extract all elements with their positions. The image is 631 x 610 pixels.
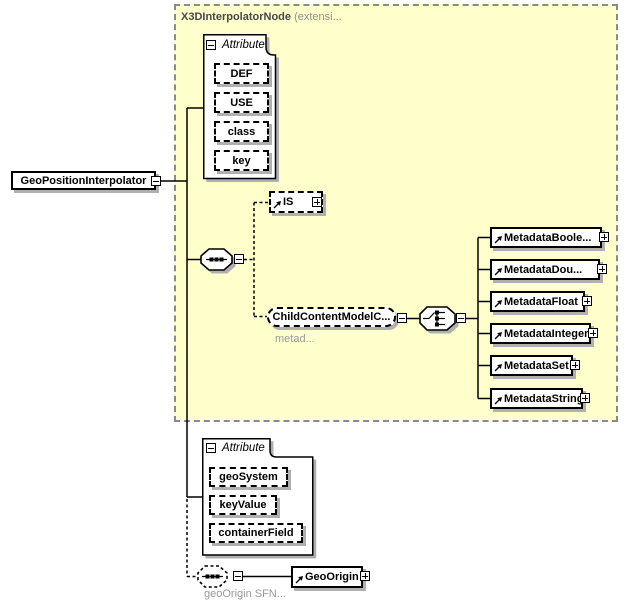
element-label: MetadataBoole... <box>504 231 592 244</box>
attribute-group-top-collapse-toggle[interactable] <box>206 40 216 50</box>
attribute-key[interactable]: key <box>214 150 269 171</box>
container-subtitle: (extensi... <box>294 11 342 23</box>
element-label: IS <box>283 196 294 208</box>
element-metadata-integer[interactable]: MetadataInteger <box>490 323 591 344</box>
choice-icon <box>423 310 445 327</box>
element-label: GeoOrigin <box>305 571 359 583</box>
container-title: X3DInterpolatorNode <box>181 11 292 23</box>
metadata-double-expand-toggle[interactable] <box>597 264 607 274</box>
metadata-set-expand-toggle[interactable] <box>570 360 580 370</box>
element-label: MetadataSet <box>504 359 569 372</box>
geo-origin-expand-toggle[interactable] <box>360 571 370 581</box>
element-label: MetadataInteger <box>504 327 589 340</box>
attribute-label: containerField <box>218 527 294 539</box>
container-label: X3DInterpolatorNode (extensi... <box>181 11 342 23</box>
metadata-float-expand-toggle[interactable] <box>582 296 592 306</box>
group-label: ChildContentModelC... <box>272 311 391 323</box>
sequence-compositor-optional[interactable] <box>197 565 232 592</box>
reference-arrow-icon <box>295 576 303 584</box>
group-child-content-model[interactable]: ChildContentModelC... <box>267 307 396 327</box>
reference-arrow-icon <box>494 268 502 276</box>
reference-arrow-icon <box>494 364 502 372</box>
reference-arrow-icon <box>494 397 502 405</box>
attribute-group-top-header: Attribute <box>222 39 265 51</box>
element-label: MetadataString <box>504 392 584 405</box>
element-is[interactable]: IS <box>269 191 323 213</box>
attribute-group-bottom-header: Attribute <box>222 442 265 454</box>
reference-arrow-icon <box>494 332 502 340</box>
attribute-group-bottom-collapse-toggle[interactable] <box>206 443 216 453</box>
geo-position-interpolator-collapse-toggle[interactable] <box>151 176 161 186</box>
attribute-label: USE <box>230 96 253 109</box>
element-label: GeoPositionInterpolator <box>20 174 147 187</box>
sequence-collapse-toggle[interactable] <box>234 254 244 264</box>
attribute-label: keyValue <box>219 499 267 511</box>
attribute-geosystem[interactable]: geoSystem <box>209 467 288 487</box>
element-label: MetadataFloat <box>504 295 578 308</box>
element-metadata-set[interactable]: MetadataSet <box>490 355 573 376</box>
is-expand-toggle[interactable] <box>312 197 322 207</box>
element-geo-position-interpolator[interactable]: GeoPositionInterpolator <box>11 171 156 190</box>
element-metadata-float[interactable]: MetadataFloat <box>490 291 585 312</box>
attribute-label: class <box>227 125 256 138</box>
geo-origin-sequence-collapse-toggle[interactable] <box>233 571 243 581</box>
reference-arrow-icon <box>494 236 502 244</box>
attribute-label: key <box>232 154 251 167</box>
attribute-class[interactable]: class <box>214 121 269 142</box>
reference-arrow-icon <box>273 201 281 209</box>
sequence-icon <box>206 257 227 262</box>
attribute-use[interactable]: USE <box>214 92 269 113</box>
choice-compositor[interactable] <box>419 306 460 336</box>
choice-collapse-toggle[interactable] <box>456 313 466 323</box>
element-label: MetadataDou... <box>504 263 583 276</box>
sequence-icon <box>202 574 223 579</box>
metadata-string-expand-toggle[interactable] <box>580 393 590 403</box>
element-metadata-boolean[interactable]: MetadataBoole... <box>490 227 602 248</box>
metadata-boolean-expand-toggle[interactable] <box>599 232 609 242</box>
reference-arrow-icon <box>494 300 502 308</box>
attribute-containerfield[interactable]: containerField <box>209 523 303 543</box>
attribute-label: geoSystem <box>219 471 278 483</box>
element-geo-origin[interactable]: GeoOrigin <box>291 566 363 588</box>
sequence-compositor[interactable] <box>200 248 237 275</box>
attribute-keyvalue[interactable]: keyValue <box>209 495 277 515</box>
element-metadata-string[interactable]: MetadataString <box>490 388 583 409</box>
element-metadata-double[interactable]: MetadataDou... <box>490 259 600 280</box>
annotation-metadata: metad... <box>275 333 315 345</box>
child-content-model-collapse-toggle[interactable] <box>397 313 407 323</box>
metadata-integer-expand-toggle[interactable] <box>588 328 598 338</box>
attribute-label: DEF <box>230 67 253 80</box>
attribute-def[interactable]: DEF <box>214 63 269 84</box>
annotation-geo-origin: geoOrigin SFN... <box>204 588 286 600</box>
